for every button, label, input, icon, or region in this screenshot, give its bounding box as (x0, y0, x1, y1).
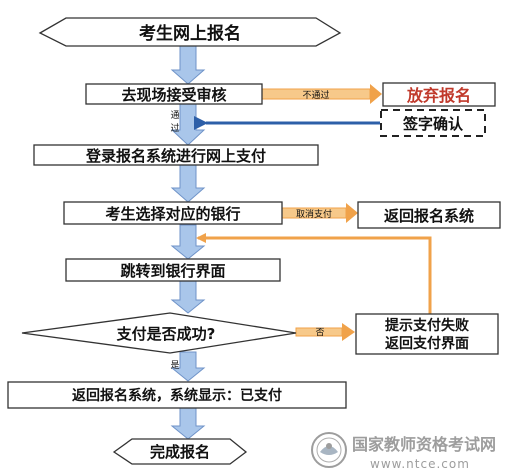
pay-fail-box (355, 313, 499, 355)
no-label: 否 (315, 327, 324, 338)
flow-arrows (170, 45, 206, 440)
select-bank-box (63, 201, 283, 225)
start-terminal (38, 17, 342, 47)
decision-label: 支付是否成功? (116, 325, 216, 343)
jump-bank-label: 跳转到银行界面 (120, 262, 225, 280)
orange-connectors (196, 84, 432, 341)
end-label: 完成报名 (150, 443, 210, 461)
login-pay-label: 登录报名系统进行网上支付 (85, 147, 266, 165)
jump-bank-box (65, 258, 281, 282)
watermark-logo-icon (311, 432, 347, 468)
watermark-title: 国家教师资格考试网 (352, 435, 496, 454)
pass-label-2: 过 (170, 122, 179, 134)
abandon-label: 放弃报名 (406, 86, 471, 105)
down-arrow-4 (170, 224, 206, 260)
review-box (85, 83, 263, 105)
down-arrow-6 (170, 351, 206, 382)
watermark-url: www.ntce.com (370, 457, 470, 471)
review-label: 去现场接受审核 (121, 86, 226, 104)
yes-label: 是 (170, 360, 179, 371)
pass-label-1: 通 (170, 110, 179, 121)
cancel-pay-label: 取消支付 (296, 208, 332, 220)
pay-fail-line2: 返回支付界面 (385, 335, 469, 352)
watermark: 国家教师资格考试网 www.ntce.com (311, 432, 496, 471)
sign-confirm-box (380, 109, 486, 137)
down-arrow-3 (170, 163, 206, 203)
decision-diamond (21, 312, 297, 354)
return-system-label: 返回报名系统 (384, 207, 474, 225)
end-terminal (112, 438, 248, 465)
login-pay-box (33, 144, 319, 166)
abandon-box (382, 82, 496, 107)
down-arrow-5 (170, 280, 206, 314)
start-label: 考生网上报名 (138, 23, 241, 44)
pay-fail-line1: 提示支付失败 (385, 317, 470, 334)
sign-confirm-label: 签字确认 (402, 115, 464, 133)
return-paid-box (7, 381, 347, 409)
return-system-box (357, 201, 501, 229)
down-arrow-7 (170, 407, 206, 440)
fail-review-label: 不通过 (302, 89, 329, 101)
down-arrow-1 (170, 45, 206, 85)
select-bank-label: 考生选择对应的银行 (105, 205, 240, 223)
return-paid-label: 返回报名系统，系统显示：已支付 (72, 387, 282, 404)
down-arrow-2 (170, 102, 206, 146)
